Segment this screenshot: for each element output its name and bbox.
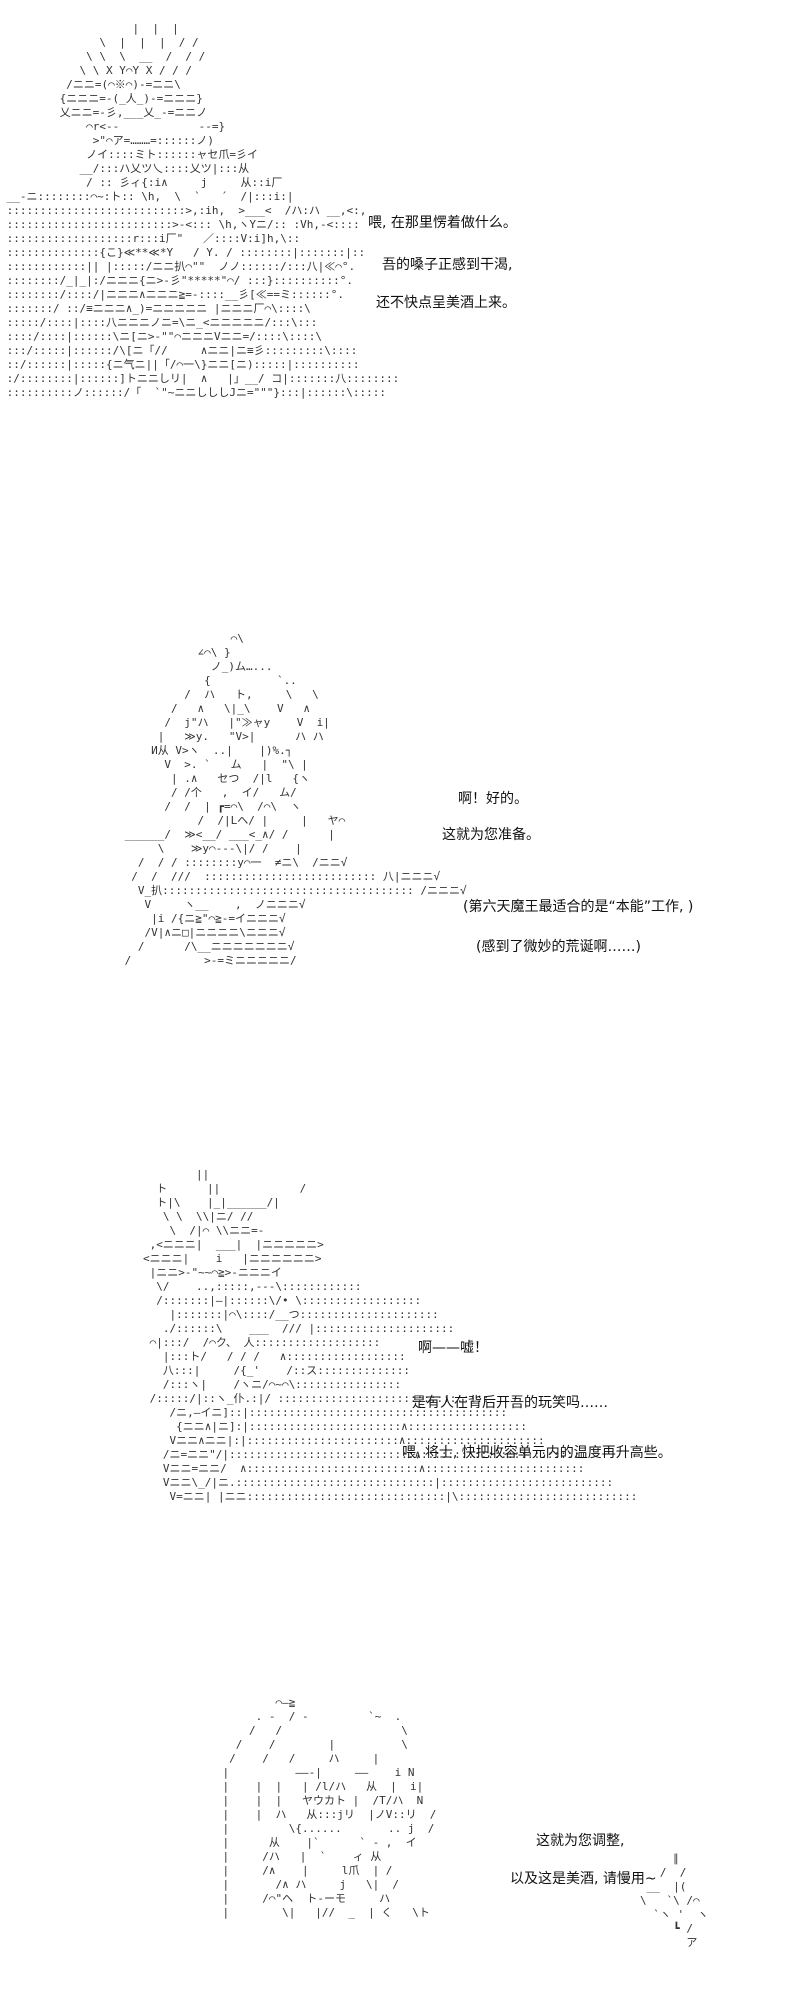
- dialogue-line-1: 喂, 在那里愣着做什么。: [368, 215, 517, 231]
- dialogue-line-2: 是有人在背后开吾的玩笑吗……: [412, 1395, 608, 1411]
- ascii-art-servant-serving: ⌒—≧ . - / ‐ `~ . / / \ / / | \ / / / ハ |…: [222, 1696, 437, 1919]
- dialogue-line-1: 这就为您调整,: [536, 1833, 625, 1849]
- dialogue-line-2: 以及这是美酒, 请慢用~: [510, 1871, 657, 1887]
- dialogue-line-3: 还不快点呈美酒上来。: [376, 295, 516, 311]
- panel-3: || ト || / ト|\ |_|______/| \ \ \\|ニ/ // \…: [0, 1160, 800, 1660]
- dialogue-line-1: 啊！好的。: [458, 791, 528, 807]
- dialogue-line-3: (第六天魔王最适合的是“本能”工作, ): [463, 899, 694, 915]
- panel-4: ⌒—≧ . - / ‐ `~ . / / \ / / | \ / / / ハ |…: [0, 1690, 800, 2000]
- dialogue-line-2: 吾的嗓子正感到干渴,: [382, 257, 513, 273]
- dialogue-line-4: (感到了微妙的荒诞啊……): [476, 939, 641, 955]
- dialogue-line-2: 这就为您准备。: [442, 827, 540, 843]
- ascii-art-demon-king-sneezing: || ト || / ト|\ |_|______/| \ \ \\|ニ/ // \…: [142, 1168, 638, 1503]
- ascii-art-wine-cup: ∥ / / __ |( \ `\ /⌒ `ヽ ' ヽ ┗ / ア: [640, 1852, 709, 1949]
- dialogue-line-3: 喂, 将士, 快把收容单元内的温度再升高些。: [402, 1445, 672, 1461]
- panel-1: | | | \ | | | / / \ \ \ __ / / / \ \ X Y…: [0, 0, 800, 590]
- ascii-art-servant-preparing: ⌒\ ∠⌒\ } ノ_)ム…... { `.. / ハ ト, \ \ / ∧ \…: [124, 632, 467, 967]
- dialogue-line-1: 啊——嘘！: [418, 1340, 488, 1356]
- ascii-art-demon-king-seated: | | | \ | | | / / \ \ \ __ / / / \ \ X Y…: [6, 22, 400, 399]
- panel-2: ⌒\ ∠⌒\ } ノ_)ム…... { `.. / ハ ト, \ \ / ∧ \…: [0, 620, 800, 1100]
